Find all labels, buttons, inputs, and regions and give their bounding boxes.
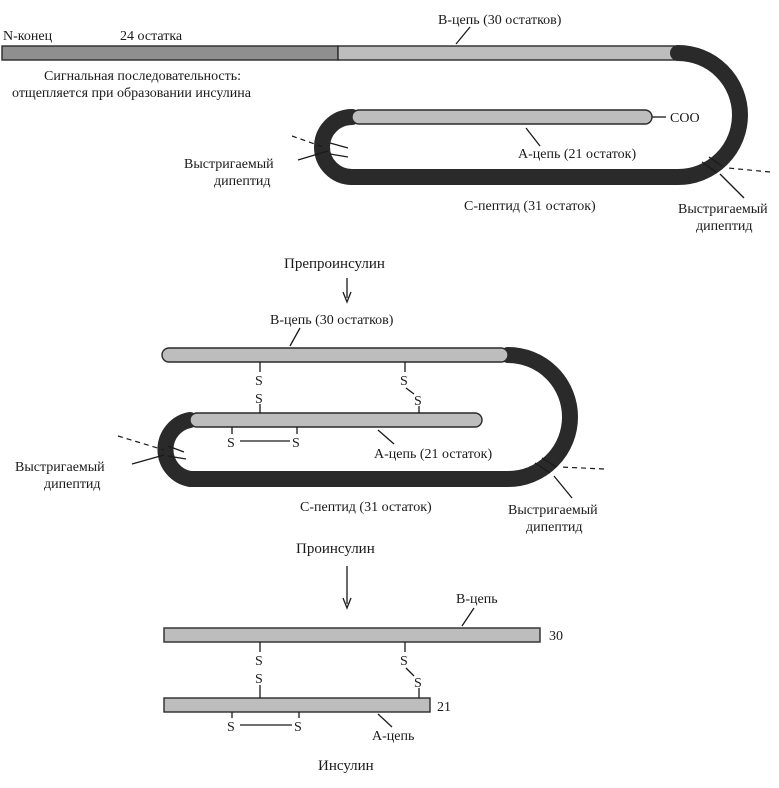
proinsulin-a-chain-pointer: [377, 429, 395, 445]
dipeptide-left-line2: дипептид: [214, 174, 271, 189]
insulin-b-chain-pointer: [461, 607, 475, 627]
insulin-section: S S S S S S В-цепь 30 21 А-цепь Инсулин: [163, 592, 563, 774]
proinsulin-b-chain-pointer: [289, 327, 301, 347]
b-chain-label: В-цепь (30 остатков): [438, 13, 562, 28]
proinsulin-dipeptide-left-line1: Выстригаемый: [15, 460, 105, 475]
dipeptide-left-line1: Выстригаемый: [184, 157, 274, 172]
proinsulin-dipeptide-right-dashed: [559, 466, 605, 470]
proinsulin-c-peptide-label: С-пептид (31 остаток): [300, 500, 432, 515]
proinsulin-b-chain-bar: [161, 347, 509, 363]
insulin-a-chain-bar: [163, 697, 431, 713]
proinsulin-dipeptide-left-dashed: [117, 435, 165, 451]
dipeptide-left-dashed: [291, 135, 327, 149]
insulin-a-count: 21: [437, 700, 451, 715]
a-chain-label: А-цепь (21 остаток): [518, 147, 636, 162]
s-atom: S: [255, 392, 263, 407]
s-atom: S: [414, 394, 422, 409]
signal-desc-line2: отщепляется при образовании инсулина: [12, 86, 252, 101]
b-chain-pointer: [455, 26, 471, 45]
dipeptide-right-pointer: [719, 173, 745, 199]
proinsulin-dipeptide-right-pointer: [553, 475, 573, 499]
b-chain-bar: [337, 45, 679, 61]
s-atom: S: [255, 374, 263, 389]
c-peptide-label: С-пептид (31 остаток): [464, 199, 596, 214]
signal-residues-label: 24 остатка: [120, 29, 183, 44]
proinsulin-a-chain-bar: [189, 412, 483, 428]
signal-sequence-bar: [1, 45, 339, 61]
insulin-a-chain-label: А-цепь: [372, 729, 414, 744]
preproinsulin-title: Препроинсулин: [284, 256, 385, 272]
dipeptide-right-dashed: [727, 167, 771, 173]
coo-label: COO: [670, 111, 700, 126]
signal-desc-line1: Сигнальная последовательность:: [44, 69, 241, 84]
insulin-b-chain-bar: [163, 627, 541, 643]
s-atom: S: [400, 374, 408, 389]
proinsulin-a-chain-label: А-цепь (21 остаток): [374, 447, 492, 462]
proinsulin-section: S S S S S S В-цепь (30 остатков) А-цепь …: [15, 313, 605, 557]
dipeptide-right-line2: дипептид: [696, 219, 753, 234]
s-atom: S: [400, 654, 408, 669]
proinsulin-dipeptide-right-line2: дипептид: [526, 520, 583, 535]
proinsulin-dipeptide-left-line2: дипептид: [44, 477, 101, 492]
insulin-title: Инсулин: [318, 758, 374, 774]
dipeptide-right-line1: Выстригаемый: [678, 202, 768, 217]
proinsulin-b-chain-label: В-цепь (30 остатков): [270, 313, 394, 328]
down-arrow-1: [342, 278, 352, 304]
s-atom: S: [255, 654, 263, 669]
down-arrow-2: [342, 566, 352, 610]
s-atom: S: [255, 672, 263, 687]
insulin-a-chain-pointer: [377, 713, 393, 728]
a-chain-pointer: [525, 127, 541, 147]
insulin-b-count: 30: [549, 629, 563, 644]
insulin-b-chain-label: В-цепь: [456, 592, 498, 607]
n-terminus-label: N-конец: [3, 29, 53, 44]
insulin-disulfide-bridges: S S S S S S: [227, 642, 422, 735]
s-atom: S: [292, 436, 300, 451]
proinsulin-title: Проинсулин: [296, 541, 375, 557]
proinsulin-dipeptide-left-pointer: [131, 454, 165, 465]
disulfide-bridges: S S S S S S: [227, 362, 422, 451]
dipeptide-left-pointer: [297, 150, 329, 161]
a-chain-bar: [351, 109, 653, 125]
s-atom: S: [294, 720, 302, 735]
preproinsulin-section: N-конец 24 остатка Сигнальная последоват…: [1, 13, 771, 272]
s-atom: S: [227, 720, 235, 735]
proinsulin-dipeptide-right-line1: Выстригаемый: [508, 503, 598, 518]
s-atom: S: [227, 436, 235, 451]
s-atom: S: [414, 676, 422, 691]
